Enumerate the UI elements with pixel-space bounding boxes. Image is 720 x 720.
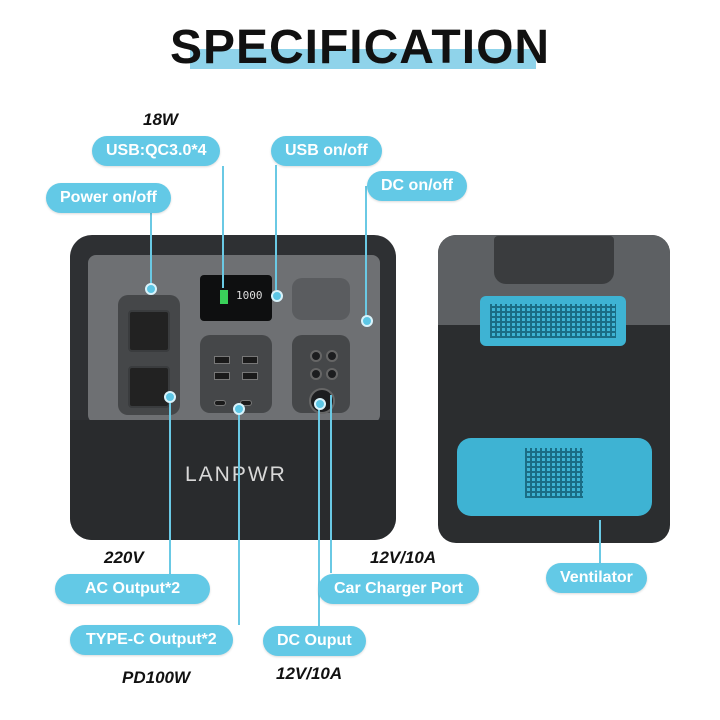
lcd-digits: 1000 xyxy=(236,289,263,302)
usb-port-1[interactable] xyxy=(214,356,230,364)
car-leader xyxy=(330,395,332,573)
ventilator-label: Ventilator xyxy=(546,563,647,593)
usb-port-4[interactable] xyxy=(242,372,258,380)
dc-port-3[interactable] xyxy=(310,368,322,380)
lcd-display: 1000 xyxy=(200,275,272,321)
dc-rating-spec: 12V/10A xyxy=(276,664,343,683)
power-onoff-label: Power on/off xyxy=(46,183,171,213)
battery-icon xyxy=(220,290,228,304)
power-leader xyxy=(150,212,152,286)
car-rating-spec: 12V/10A xyxy=(370,548,437,567)
ac-dot xyxy=(164,391,176,403)
usb-module xyxy=(200,335,272,413)
dc-onoff-label: DC on/off xyxy=(367,171,467,201)
dc-output-dot xyxy=(314,398,326,410)
vent-top xyxy=(480,296,626,346)
title-highlight xyxy=(190,49,536,69)
brand-logo: LANPWR xyxy=(185,463,287,486)
page-title: SPECIFICATION xyxy=(169,21,551,74)
dc-port-4[interactable] xyxy=(326,368,338,380)
usb-onoff-label: USB on/off xyxy=(271,136,382,166)
ventilator-leader xyxy=(599,520,601,565)
title-wrap: SPECIFICATION xyxy=(0,20,720,75)
usb-qc-leader xyxy=(222,166,224,288)
vent-top-grill xyxy=(490,304,616,338)
usb-onoff-dot xyxy=(271,290,283,302)
usb-port-3[interactable] xyxy=(214,372,230,380)
typec-output-label: TYPE-C Output*2 xyxy=(70,625,233,655)
typec-watt-spec: PD100W xyxy=(122,668,191,687)
ac-leader xyxy=(169,395,171,575)
ac-output-label: AC Output*2 xyxy=(55,574,211,604)
dc-output-label: DC Ouput xyxy=(263,626,366,656)
ac-socket-2[interactable] xyxy=(128,366,170,408)
dc-output-leader xyxy=(318,402,320,626)
dc-port-2[interactable] xyxy=(326,350,338,362)
typec-dot xyxy=(233,403,245,415)
car-charger-label: Car Charger Port xyxy=(318,574,479,604)
typec-leader xyxy=(238,410,240,625)
usb-port-2[interactable] xyxy=(242,356,258,364)
front-lower-body xyxy=(70,420,396,540)
typec-port-1[interactable] xyxy=(214,400,226,406)
dc-port-1[interactable] xyxy=(310,350,322,362)
display-blank-module xyxy=(292,278,350,320)
ac-voltage-spec: 220V xyxy=(104,548,144,567)
vent-bottom xyxy=(457,438,652,516)
usb-watt-spec: 18W xyxy=(143,110,178,129)
usb-onoff-leader xyxy=(275,165,277,290)
ac-socket-1[interactable] xyxy=(128,310,170,352)
carry-handle xyxy=(494,236,614,284)
power-dot xyxy=(145,283,157,295)
usb-qc-label: USB:QC3.0*4 xyxy=(92,136,221,166)
dc-onoff-leader xyxy=(365,186,367,319)
vent-bottom-grill xyxy=(525,448,583,498)
dc-onoff-dot xyxy=(361,315,373,327)
